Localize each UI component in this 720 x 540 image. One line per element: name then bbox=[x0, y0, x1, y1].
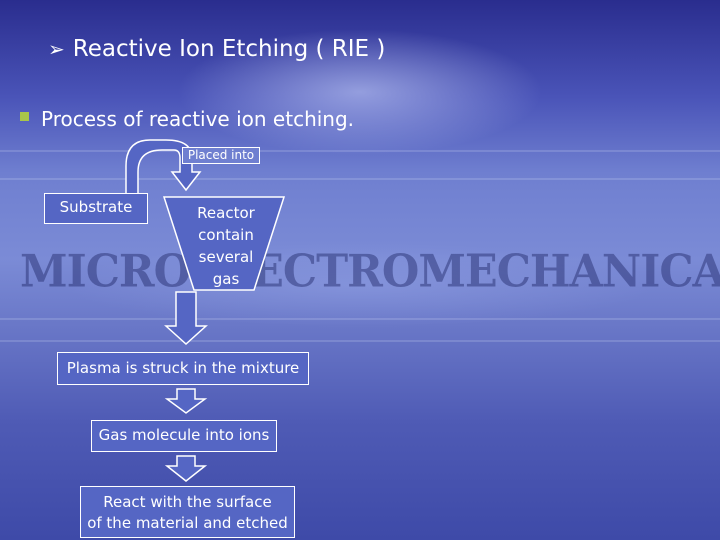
background-streak bbox=[0, 340, 720, 342]
slide-subtitle: Process of reactive ion etching. bbox=[20, 107, 354, 131]
substrate-box: Substrate bbox=[44, 193, 148, 224]
plasma-box: Plasma is struck in the mixture bbox=[57, 352, 309, 385]
reactor-label: Reactor contain several gas bbox=[170, 202, 282, 290]
reactor-line: contain bbox=[198, 226, 254, 244]
gas-molecule-box: Gas molecule into ions bbox=[91, 420, 277, 452]
react-line: of the material and etched bbox=[87, 514, 288, 532]
background-streak bbox=[0, 318, 720, 320]
watermark-text: MICROELECTROMECHANICAL SYSTEM bbox=[20, 245, 720, 299]
reactor-shape bbox=[162, 196, 286, 291]
reactor-line: Reactor bbox=[197, 204, 255, 222]
slide-title: ➢ Reactive Ion Etching ( RIE ) bbox=[48, 36, 385, 62]
slide-title-text: Reactive Ion Etching ( RIE ) bbox=[72, 36, 386, 62]
arrow-bullet-icon: ➢ bbox=[48, 37, 65, 61]
square-bullet-icon bbox=[20, 111, 29, 121]
react-line: React with the surface bbox=[103, 493, 272, 511]
down-arrow-icon bbox=[164, 455, 208, 482]
placed-into-label: Placed into bbox=[182, 147, 260, 164]
reactor-line: gas bbox=[212, 270, 240, 288]
background-streak bbox=[0, 178, 720, 180]
reactor-line: several bbox=[198, 248, 254, 266]
down-arrow-icon bbox=[164, 388, 208, 414]
down-arrow-icon bbox=[164, 291, 208, 346]
background-streak bbox=[0, 150, 720, 152]
react-box: React with the surface of the material a… bbox=[80, 486, 295, 538]
slide-subtitle-text: Process of reactive ion etching. bbox=[41, 107, 355, 131]
curved-arrow-icon bbox=[125, 139, 202, 197]
